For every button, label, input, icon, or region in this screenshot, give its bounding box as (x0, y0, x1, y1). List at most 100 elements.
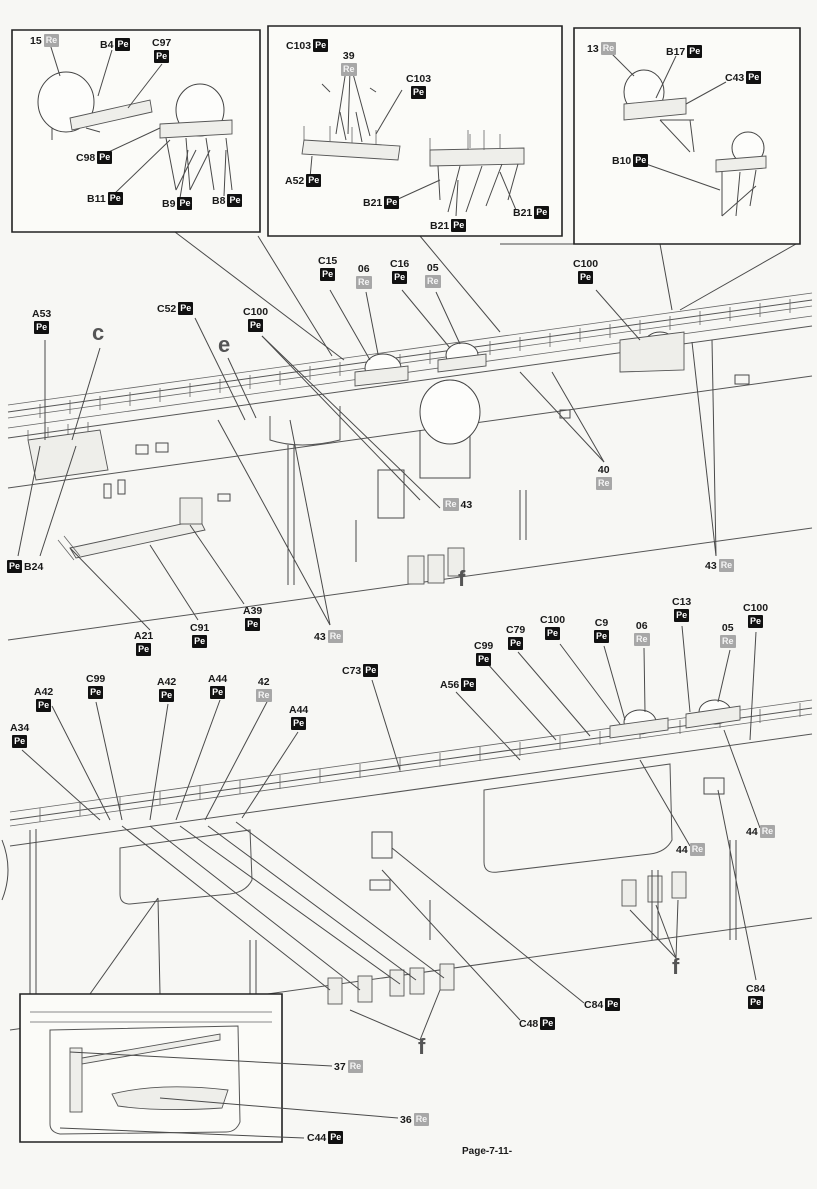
part-number: 44 (746, 825, 758, 838)
part-number: A34 (10, 722, 30, 734)
re-badge: Re (718, 559, 735, 572)
re-badge: Re (413, 1113, 430, 1126)
pe-badge: Pe (245, 618, 261, 631)
re-badge: Re (341, 63, 357, 76)
re-badge: Re (356, 276, 372, 289)
part-number: A53 (32, 308, 52, 320)
pe-badge: Pe (36, 699, 52, 712)
part-number: C73 (342, 664, 362, 677)
pe-badge: Pe (210, 686, 226, 699)
part-number: C15 (318, 255, 338, 267)
part-number: 39 (342, 50, 355, 62)
part-number: C97 (152, 37, 172, 49)
pe-badge: Pe (534, 206, 550, 219)
page-number: Page-7-11- (462, 1146, 513, 1157)
pe-badge: Pe (508, 637, 524, 650)
re-badge: Re (689, 843, 706, 856)
pe-badge: Pe (748, 996, 764, 1009)
part-number: B11 (87, 192, 106, 205)
part-number: 06 (357, 263, 370, 275)
pe-badge: Pe (605, 998, 621, 1011)
lower-hull-section (1, 625, 813, 1041)
pe-badge: Pe (476, 653, 492, 666)
part-number: C98 (76, 151, 96, 164)
part-number: C9 (594, 617, 609, 629)
pe-badge: Pe (177, 197, 193, 210)
part-number: 05 (721, 622, 734, 634)
part-number: C100 (243, 306, 269, 318)
pe-badge: Pe (107, 192, 123, 205)
ref-letter-f: f (458, 566, 466, 591)
part-number: A52 (285, 174, 305, 187)
part-number: B21 (430, 219, 450, 232)
re-badge: Re (327, 630, 344, 643)
detail-frame-2 (267, 25, 563, 237)
detail-frame-4 (19, 993, 283, 1143)
part-number: A42 (34, 686, 54, 698)
part-number: 43 (460, 498, 473, 511)
part-number: C100 (743, 602, 769, 614)
re-badge: Re (425, 275, 441, 288)
part-number: C100 (540, 614, 566, 626)
part-number: B21 (363, 196, 383, 209)
pe-badge: Pe (7, 560, 23, 573)
re-badge: Re (600, 42, 617, 55)
pe-badge: Pe (248, 319, 264, 332)
pe-badge: Pe (88, 686, 104, 699)
part-number: C99 (86, 673, 106, 685)
pe-badge: Pe (227, 194, 243, 207)
part-number: C79 (506, 624, 526, 636)
pe-badge: Pe (192, 635, 208, 648)
part-number: B21 (513, 206, 533, 219)
re-badge: Re (720, 635, 736, 648)
ref-letter-c: c (92, 320, 105, 345)
pe-badge: Pe (746, 71, 762, 84)
pe-badge: Pe (34, 321, 50, 334)
pe-badge: Pe (154, 50, 170, 63)
pe-badge: Pe (313, 39, 329, 52)
part-number: C52 (157, 302, 177, 315)
part-number: C103 (286, 39, 312, 52)
part-number: 44 (676, 843, 688, 856)
part-number: C84 (746, 983, 766, 995)
pe-badge: Pe (461, 678, 477, 691)
part-number: B4 (100, 38, 114, 51)
part-number: B24 (24, 560, 44, 573)
pe-badge: Pe (363, 664, 379, 677)
part-number: B10 (612, 154, 632, 167)
ref-letter-f: f (418, 1034, 426, 1059)
pe-badge: Pe (392, 271, 408, 284)
